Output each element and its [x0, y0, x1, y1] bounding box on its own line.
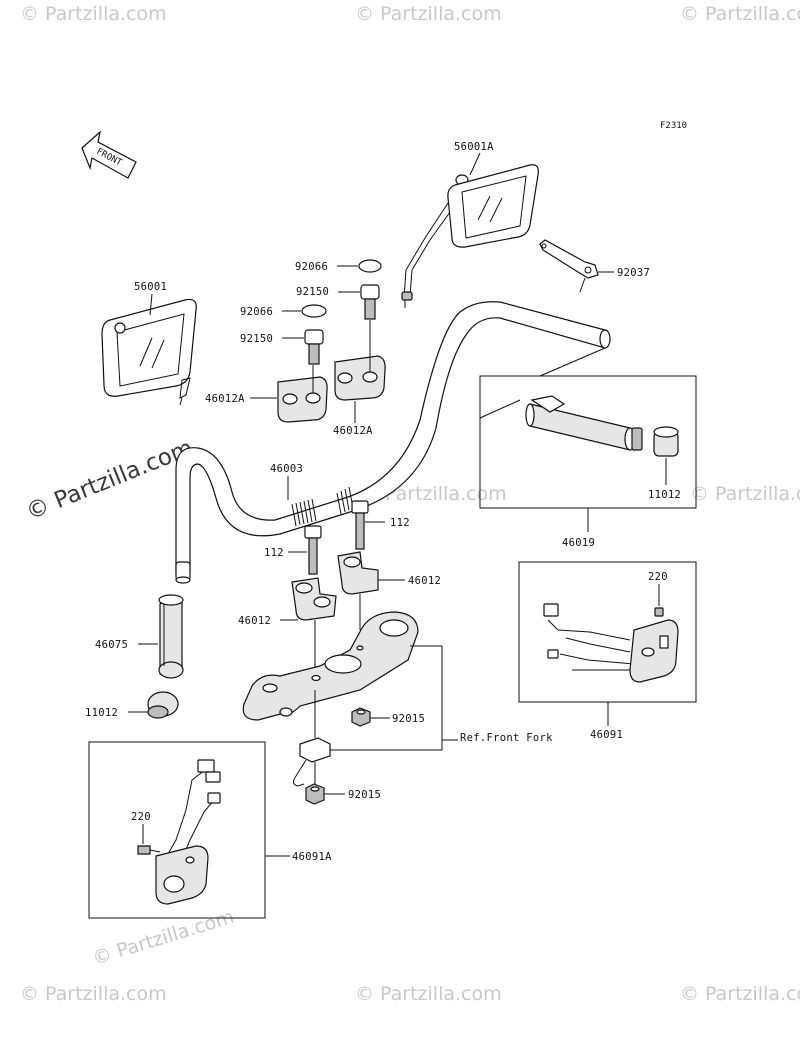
bracket-hook — [292, 690, 331, 787]
lever-92037 — [539, 239, 599, 293]
label-ref-front-fork: Ref.Front Fork — [460, 732, 553, 744]
grip-end-11012-left — [147, 691, 179, 719]
label-92015-a: 92015 — [392, 713, 425, 725]
washer-92066-a — [358, 259, 382, 273]
triple-clamp — [242, 611, 419, 721]
label-92150-b: 92150 — [240, 333, 273, 345]
holder-46012a-right — [334, 320, 386, 401]
watermarks: © Partzilla.com © Partzilla.com © Partzi… — [20, 3, 800, 1005]
holder-46012-left — [291, 577, 337, 670]
throttle-grip-46019 — [525, 395, 643, 451]
label-56001a: 56001A — [454, 141, 494, 153]
grip-46075 — [158, 594, 184, 679]
label-56001: 56001 — [134, 281, 167, 293]
switch-46091a — [137, 759, 221, 905]
label-46091: 46091 — [590, 729, 623, 741]
watermark-tc: © Partzilla.com — [355, 3, 502, 25]
bolt-112-left — [304, 525, 322, 575]
watermark-bc: © Partzilla.com — [355, 983, 502, 1005]
label-92150-a: 92150 — [296, 286, 329, 298]
watermark-lower-diag: © Partzilla.com — [90, 906, 237, 970]
label-46012a-left: 46012A — [205, 393, 245, 405]
label-46075: 46075 — [95, 639, 128, 651]
holder-46012a-left — [277, 365, 328, 423]
label-46012-right: 46012 — [408, 575, 441, 587]
label-46019: 46019 — [562, 537, 595, 549]
grip-end-11012-right — [653, 426, 679, 457]
watermark-main: © Partzilla.com — [23, 435, 197, 526]
label-92015-b: 92015 — [348, 789, 381, 801]
watermark-tr: © Partzilla.com — [680, 3, 800, 25]
handlebar-knurl-b — [336, 486, 354, 515]
front-arrow-icon: FRONT — [81, 130, 137, 179]
label-220-right: 220 — [648, 571, 668, 583]
label-112-right: 112 — [390, 517, 410, 529]
label-46091a: 46091A — [292, 851, 332, 863]
mirror-right — [401, 164, 539, 308]
label-220-left: 220 — [131, 811, 151, 823]
nut-92015-a — [351, 707, 371, 727]
watermark-tl: © Partzilla.com — [20, 3, 167, 25]
bolt-92150-a — [360, 284, 380, 320]
handlebar-46003 — [175, 301, 611, 584]
box-46091a — [88, 741, 266, 919]
holder-46012-right — [337, 551, 379, 630]
label-11012-left: 11012 — [85, 707, 118, 719]
label-92066-b: 92066 — [240, 306, 273, 318]
washer-92066-b — [301, 304, 327, 318]
label-112-left: 112 — [264, 547, 284, 559]
label-46003: 46003 — [270, 463, 303, 475]
watermark-br: © Partzilla.com — [680, 983, 800, 1005]
watermark-mr: © Partzilla.com — [690, 483, 800, 505]
label-46012a-right: 46012A — [333, 425, 373, 437]
label-92037: 92037 — [617, 267, 650, 279]
handlebar-knurl-a — [291, 498, 317, 527]
mirror-left — [101, 298, 197, 406]
bolt-112-right — [351, 500, 369, 550]
label-11012-right: 11012 — [648, 489, 681, 501]
nut-92015-b — [305, 783, 325, 805]
diagram-code: F2310 — [660, 121, 687, 131]
label-46012-left: 46012 — [238, 615, 271, 627]
watermark-bl: © Partzilla.com — [20, 983, 167, 1005]
label-92066-a: 92066 — [295, 261, 328, 273]
bolt-92150-b — [304, 329, 324, 365]
switch-46091 — [543, 603, 679, 683]
